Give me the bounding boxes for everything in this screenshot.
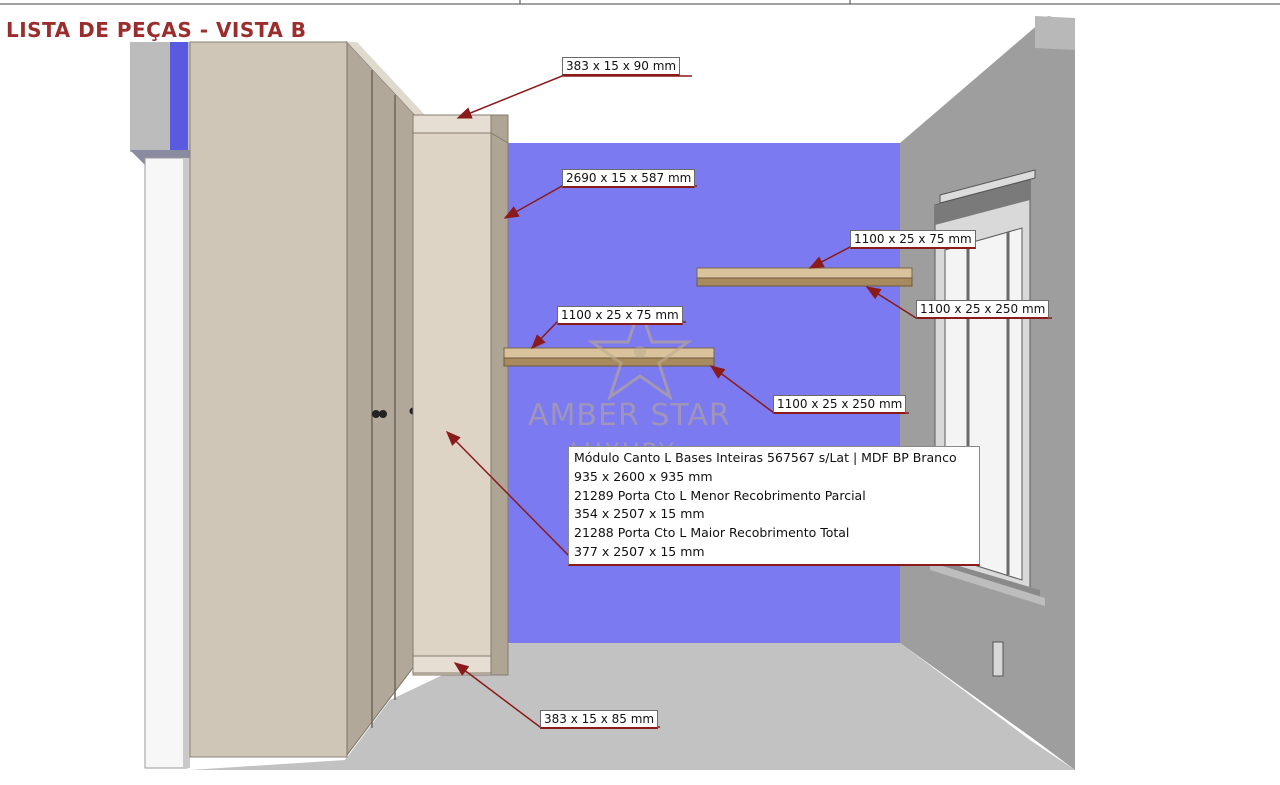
wall-outlet (992, 641, 1004, 677)
back-wall (508, 143, 902, 643)
left-wall (130, 42, 190, 769)
right-wall-top-trim (1035, 16, 1075, 50)
module-info-line: 935 x 2600 x 935 mm (574, 468, 713, 484)
tall-cabinet (412, 114, 509, 676)
label-top-panel: 383 x 15 x 90 mm (562, 57, 681, 76)
shelf-right (696, 267, 913, 287)
label-bottom-panel: 383 x 15 x 85 mm (540, 710, 659, 729)
floor (190, 643, 1075, 770)
label-shelf-right-edge: 1100 x 25 x 75 mm (850, 230, 976, 249)
shelf-left (503, 347, 715, 367)
label-shelf-left-edge: 1100 x 25 x 75 mm (557, 306, 683, 325)
module-info-box: Módulo Canto L Bases Inteiras 567567 s/L… (568, 446, 980, 566)
page-top-border (0, 0, 1280, 5)
module-info-line: Módulo Canto L Bases Inteiras 567567 s/L… (574, 450, 957, 465)
label-side-panel: 2690 x 15 x 587 mm (562, 169, 696, 188)
module-info-line: 21288 Porta Cto L Maior Recobrimento Tot… (574, 525, 850, 541)
wardrobe-corner-module (189, 40, 425, 758)
module-info-line: 21289 Porta Cto L Menor Recobrimento Par… (574, 487, 866, 503)
label-shelf-left-depth: 1100 x 25 x 250 mm (773, 395, 907, 414)
page-title: LISTA DE PEÇAS - VISTA B (6, 18, 307, 42)
module-info-line: 377 x 2507 x 15 mm (574, 543, 705, 559)
module-info-line: 354 x 2507 x 15 mm (574, 506, 705, 522)
label-shelf-right-depth: 1100 x 25 x 250 mm (916, 300, 1050, 319)
